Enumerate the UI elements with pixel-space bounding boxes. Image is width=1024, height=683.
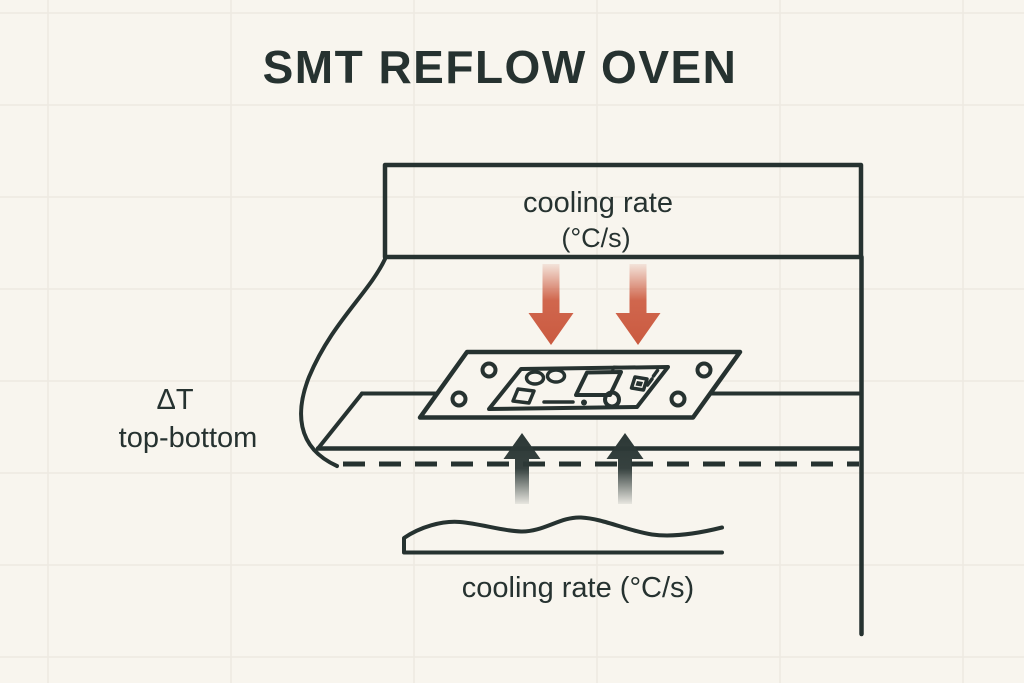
pcb-components bbox=[511, 365, 660, 409]
bottom-airflow-arrows bbox=[503, 433, 644, 504]
delta-t-label-line2: top-bottom bbox=[119, 422, 258, 454]
page-title: SMT REFLOW OVEN bbox=[263, 41, 738, 93]
top-airflow-arrows bbox=[528, 264, 661, 345]
top-duct-label-line1: cooling rate bbox=[523, 187, 673, 219]
delta-t-label-line1: ΔT bbox=[156, 384, 193, 416]
oven-left-wall-curve bbox=[299, 257, 387, 468]
oven-top-duct-box bbox=[382, 162, 864, 260]
pcb-mount-holes bbox=[450, 361, 713, 408]
bottom-duct-wave bbox=[402, 515, 724, 555]
bottom-duct-label: cooling rate (°C/s) bbox=[462, 572, 694, 604]
pcb-board bbox=[417, 349, 743, 420]
down-arrow-icon bbox=[615, 264, 661, 345]
up-arrow-icon bbox=[503, 433, 541, 504]
top-duct-label-line2: (°C/s) bbox=[561, 223, 630, 253]
up-arrow-icon bbox=[606, 433, 644, 504]
conveyor-rail bbox=[315, 391, 862, 451]
down-arrow-icon bbox=[528, 264, 574, 345]
